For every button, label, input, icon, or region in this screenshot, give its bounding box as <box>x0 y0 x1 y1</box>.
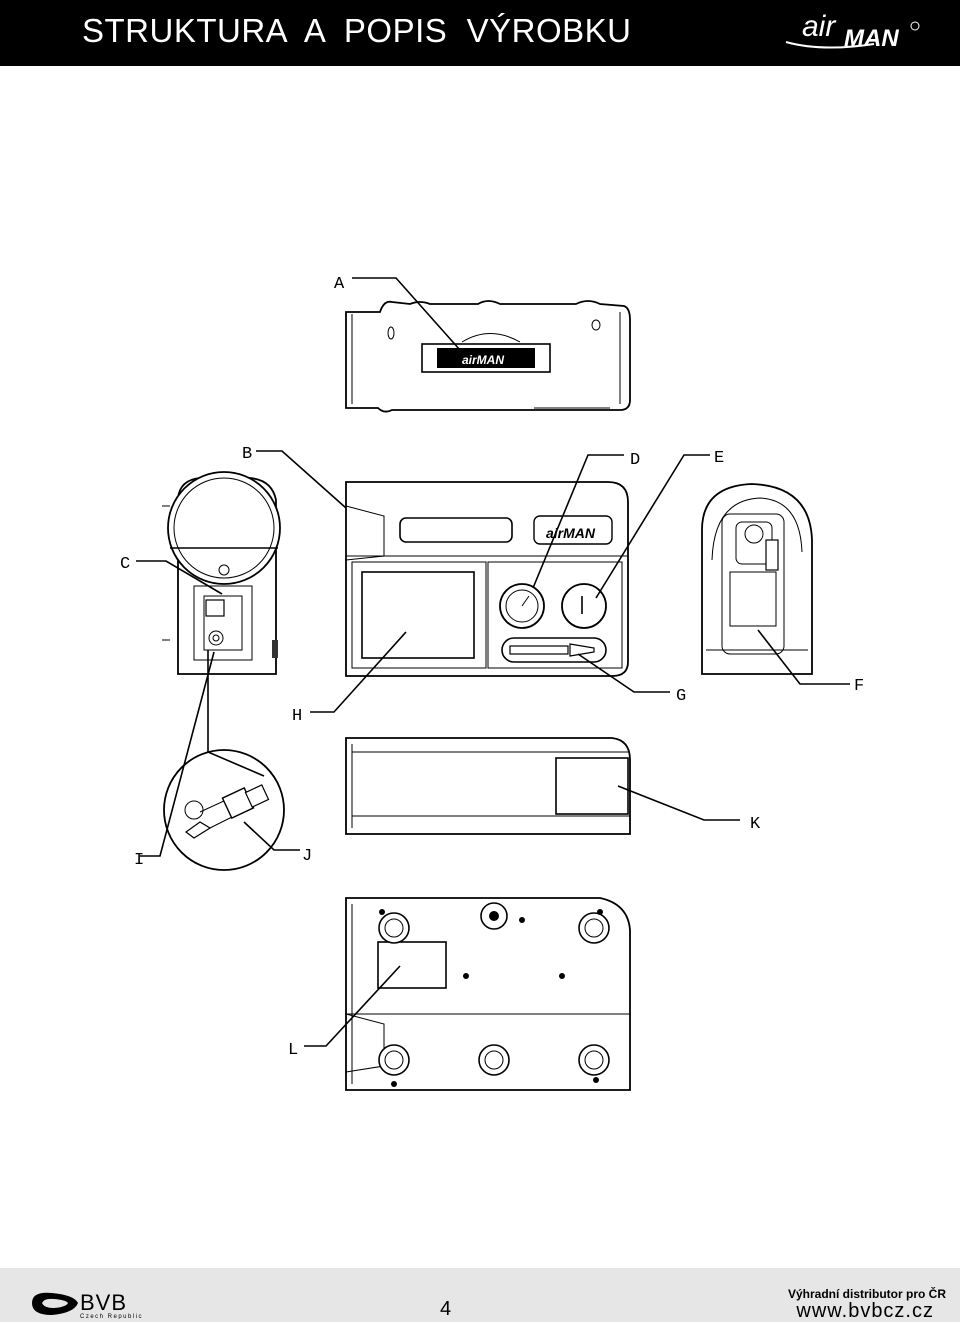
label-g: G <box>676 687 686 706</box>
leader-lines <box>136 277 850 1047</box>
valve-detail <box>163 749 285 871</box>
bottom-view <box>345 897 631 1091</box>
rear-view <box>345 737 631 835</box>
label-l: L <box>288 1041 298 1060</box>
label-f: F <box>854 677 864 696</box>
distributor-text: Výhradní distributor pro ČR <box>787 1287 946 1301</box>
label-i: I <box>134 851 144 870</box>
label-e: E <box>714 449 724 468</box>
label-b: B <box>242 445 252 464</box>
right-side-view <box>701 483 813 675</box>
svg-text:BVB: BVB <box>80 1290 127 1315</box>
airman-logo: air MAN <box>785 10 920 52</box>
svg-text:MAN: MAN <box>844 25 899 52</box>
svg-text:airMAN: airMAN <box>546 525 596 541</box>
header-bar: STRUKTURA A POPIS VÝROBKU air MAN <box>0 0 960 66</box>
label-d: D <box>630 451 640 470</box>
svg-text:airMAN: airMAN <box>462 353 504 367</box>
website-link[interactable]: www.bvbcz.cz <box>796 1300 934 1322</box>
left-side-view <box>162 471 281 675</box>
svg-text:air: air <box>802 10 836 43</box>
label-k: K <box>750 815 761 834</box>
label-c: C <box>120 555 130 574</box>
svg-text:Czech Republic: Czech Republic <box>80 1314 143 1319</box>
label-a: A <box>334 275 345 294</box>
label-j: J <box>302 847 312 866</box>
bvb-logo: BVB Czech Republic <box>32 1290 143 1319</box>
footer-bar <box>0 1268 960 1322</box>
callout-labels: A B C D E F G H I J K L <box>120 275 864 1060</box>
front-view: airMAN <box>345 481 629 677</box>
label-h: H <box>292 707 302 726</box>
page-number: 4 <box>440 1298 452 1320</box>
top-view: airMAN <box>345 300 631 413</box>
page-title: STRUKTURA A POPIS VÝROBKU <box>82 12 632 49</box>
